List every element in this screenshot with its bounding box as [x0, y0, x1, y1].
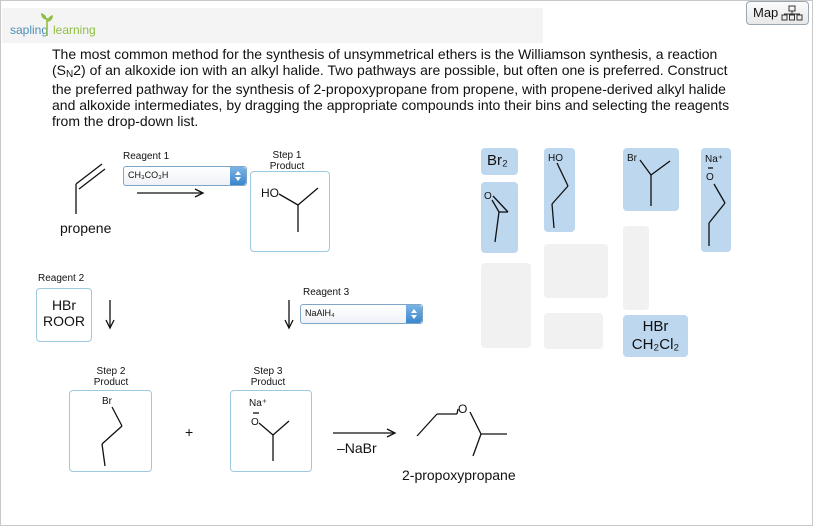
svg-text:HO: HO — [548, 153, 563, 164]
step1-product-bin[interactable]: HO — [250, 171, 330, 252]
svg-text:O: O — [484, 191, 492, 202]
tile-2-bromopropane[interactable]: Br — [623, 148, 679, 211]
tile-1-propanol[interactable]: HO — [544, 148, 575, 232]
map-button-label: Map — [753, 5, 779, 20]
svg-text:Br: Br — [102, 396, 113, 407]
reagent2-box[interactable]: HBr ROOR — [36, 288, 92, 342]
svg-text:O: O — [251, 417, 259, 428]
1-bromopropane-structure: Br — [101, 396, 123, 467]
question-text: The most common method for the synthesis… — [52, 46, 730, 129]
svg-text:HO: HO — [261, 186, 279, 200]
reagent3-value: NaAlH₄ — [305, 308, 335, 318]
logo-word-sapling: sapling — [10, 23, 49, 37]
dropdown-arrow-icon — [230, 167, 246, 185]
sodium-isopropoxide-structure: Na⁺ O — [249, 398, 290, 461]
plus-sign: + — [185, 424, 194, 440]
propene-structure — [75, 163, 106, 214]
svg-text:Br: Br — [627, 153, 638, 164]
step2-product-bin[interactable]: Br — [69, 390, 152, 472]
2-propanol-structure: HO — [261, 186, 319, 232]
2-propoxypropane-structure: O — [416, 402, 507, 457]
nabr-label: –NaBr — [337, 440, 377, 456]
sodium-propoxide-structure: Na⁺ O — [705, 154, 726, 246]
down-arrow-2 — [105, 300, 115, 330]
reagent3-label: Reagent 3 — [303, 287, 350, 298]
header-bar — [2, 8, 543, 43]
dropdown-arrow-icon — [406, 305, 422, 323]
reagent3-dropdown[interactable]: NaAlH₄ — [300, 304, 423, 324]
svg-text:Na⁺: Na⁺ — [249, 398, 267, 409]
reagent1-label: Reagent 1 — [123, 151, 170, 162]
reagent2-label: Reagent 2 — [38, 273, 85, 284]
empty-slot — [544, 244, 608, 298]
svg-text:Na⁺: Na⁺ — [705, 154, 723, 165]
empty-slot — [544, 313, 603, 349]
tile-sodium-propoxide[interactable]: Na⁺ O — [701, 148, 731, 252]
reaction-arrow-1 — [137, 188, 205, 198]
reagent1-dropdown[interactable]: CH₃CO₃H — [123, 166, 247, 186]
empty-slot — [481, 263, 531, 348]
2-bromopropane-structure: Br — [627, 153, 671, 206]
tile-hbr-ch2cl2[interactable]: HBr CH₂Cl₂ — [623, 315, 688, 357]
propene-label: propene — [60, 220, 112, 236]
reaction-arrow-final — [333, 428, 397, 438]
step3-product-bin[interactable]: Na⁺ O — [230, 390, 312, 472]
map-button[interactable]: Map — [746, 1, 809, 25]
svg-text:O: O — [458, 402, 467, 416]
1-propanol-structure: HO — [548, 153, 569, 229]
methyloxirane-structure: O — [484, 191, 509, 243]
down-arrow-3 — [284, 300, 294, 330]
sitemap-icon — [781, 5, 803, 21]
logo-word-learning: learning — [53, 23, 96, 37]
tile-br2[interactable]: Br₂ — [481, 148, 518, 175]
empty-slot — [623, 226, 649, 310]
reagent1-value: CH₃CO₃H — [128, 170, 169, 180]
sprout-icon — [41, 13, 53, 36]
svg-text:O: O — [706, 172, 714, 183]
product-name: 2-propoxypropane — [402, 467, 516, 483]
tile-epoxide[interactable]: O — [481, 182, 518, 253]
